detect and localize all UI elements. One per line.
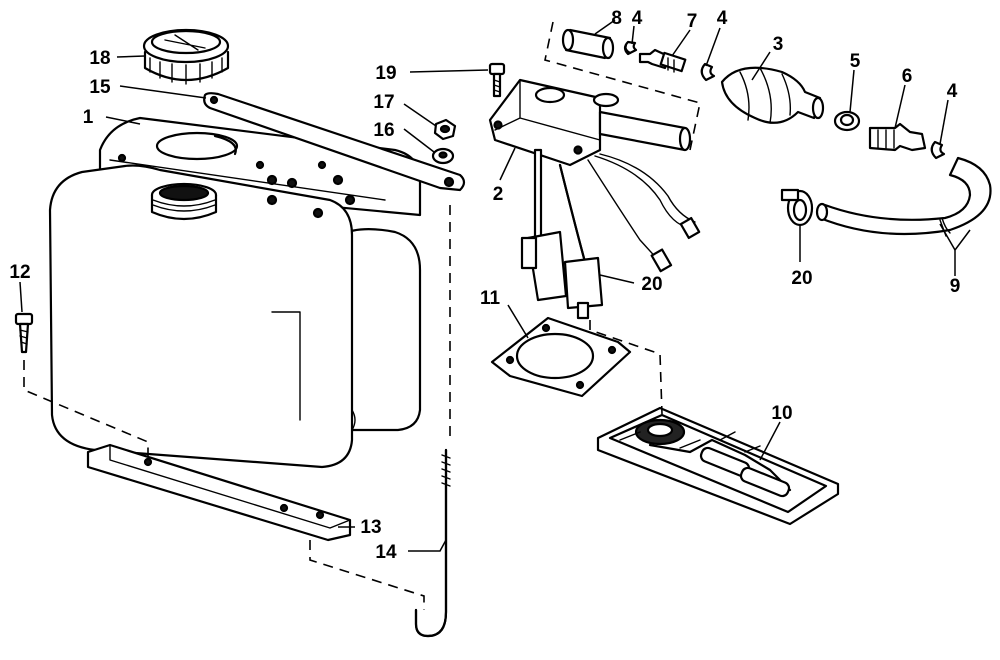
clip-4a <box>623 40 638 56</box>
filler-cap <box>142 28 230 85</box>
check-valve-6 <box>868 122 927 152</box>
washer <box>431 147 455 165</box>
fuel-hose <box>815 156 992 237</box>
callout-14: 14 <box>375 542 397 563</box>
callout-5: 5 <box>850 51 861 72</box>
callout-16: 16 <box>373 120 394 141</box>
gasket <box>490 316 632 398</box>
leader-lines <box>19 19 971 552</box>
callout-4c: 4 <box>947 81 958 102</box>
primer-bulb <box>720 66 825 124</box>
screw-12 <box>14 312 34 354</box>
clip-4b <box>700 62 716 82</box>
callout-labels: 1 2 3 4 4 4 5 6 7 8 9 10 11 12 13 14 15 … <box>9 8 960 563</box>
clamp-5 <box>833 110 861 132</box>
callout-4a: 4 <box>632 8 643 29</box>
callout-2: 2 <box>493 184 504 205</box>
callout-19: 19 <box>375 63 396 84</box>
callout-7: 7 <box>687 11 698 32</box>
hose-clamp <box>780 188 814 227</box>
callout-17: 17 <box>373 92 394 113</box>
fuel-tank <box>48 116 422 469</box>
callout-15: 15 <box>89 77 111 98</box>
callout-6: 6 <box>902 66 913 87</box>
nut <box>433 118 457 141</box>
fuel-pickup-assembly <box>488 78 701 320</box>
callout-1: 1 <box>83 107 94 128</box>
gauge-float-assembly <box>596 406 840 526</box>
clip-4c <box>930 140 946 160</box>
callout-8: 8 <box>611 8 622 29</box>
callout-12: 12 <box>9 262 30 283</box>
callout-4b: 4 <box>717 8 728 29</box>
callout-18: 18 <box>89 48 110 69</box>
callout-20a: 20 <box>641 274 662 295</box>
callout-20b: 20 <box>791 268 812 289</box>
callout-9: 9 <box>950 276 961 297</box>
callout-11: 11 <box>480 288 501 309</box>
mounting-bracket <box>86 443 352 542</box>
bolt-19 <box>488 62 506 98</box>
callout-13: 13 <box>360 517 381 538</box>
tank-strap <box>203 92 466 192</box>
callout-10: 10 <box>771 403 792 424</box>
j-bolt <box>414 448 451 638</box>
hose-sleeve-8 <box>561 28 615 60</box>
assembly-lines <box>23 21 701 610</box>
fitting-7 <box>638 48 687 73</box>
callout-3: 3 <box>773 34 784 55</box>
